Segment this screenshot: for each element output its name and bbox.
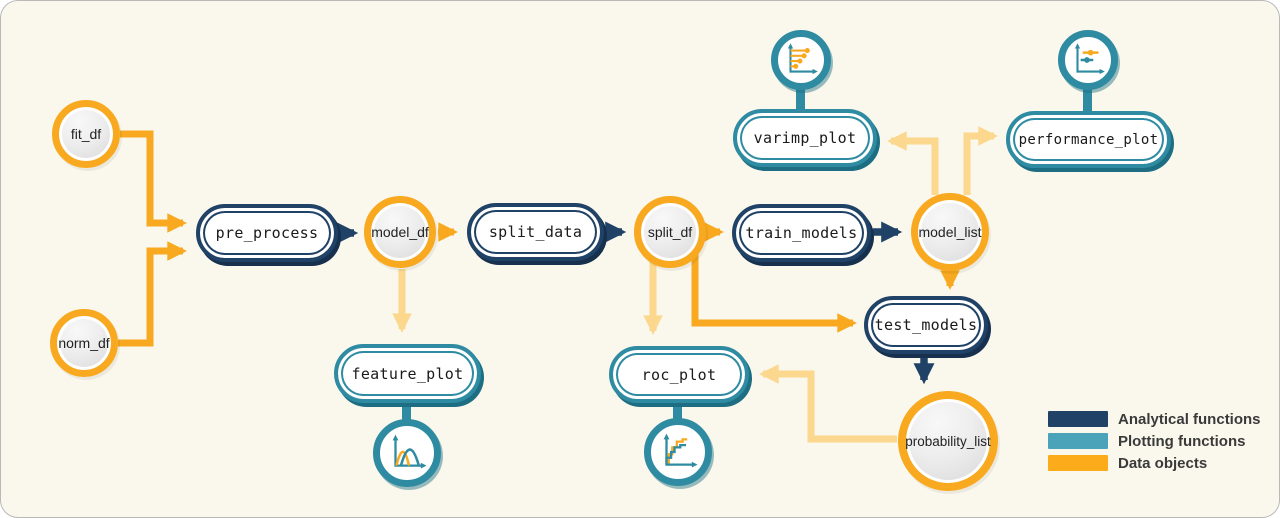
- node-label: feature_plot: [351, 364, 464, 383]
- teal-swatch: [1048, 433, 1108, 449]
- edge-fit-df-to-pre-process: [120, 130, 187, 233]
- varimp-icon-stem: [796, 81, 805, 113]
- node-label: pre_process: [215, 224, 319, 242]
- node-label: fit_df: [70, 126, 102, 142]
- legend-item-plotting: Plotting functions: [1048, 432, 1261, 450]
- node-label: model_list: [918, 224, 982, 240]
- node-roc-plot: roc_plot: [609, 346, 749, 403]
- edge-norm-df-to-pre-process: [118, 241, 187, 347]
- legend-label: Data objects: [1118, 454, 1208, 472]
- node-fit-df: fit_df: [52, 100, 120, 168]
- legend-item-analytical: Analytical functions: [1048, 410, 1261, 428]
- point-range-chart-icon: [1074, 43, 1105, 75]
- density-curves-icon: [392, 434, 427, 469]
- feature-plot-thumbnail: [373, 419, 441, 487]
- roc-curve-icon: [663, 433, 698, 468]
- node-split-data: split_data: [467, 203, 604, 261]
- legend-item-data: Data objects: [1048, 454, 1261, 472]
- node-split-df: split_df: [634, 196, 706, 268]
- roc-plot-thumbnail: [644, 418, 712, 486]
- legend-label: Plotting functions: [1118, 432, 1246, 450]
- node-label: performance_plot: [1018, 131, 1159, 148]
- node-label: model_df: [371, 224, 429, 240]
- legend-label: Analytical functions: [1118, 410, 1261, 428]
- lollipop-chart-icon: [787, 43, 818, 75]
- node-feature-plot: feature_plot: [334, 344, 481, 403]
- edge-model-list-to-varimp-plot: [887, 131, 939, 195]
- navy-swatch: [1048, 411, 1108, 427]
- node-label: train_models: [745, 224, 858, 242]
- node-probability-list: probability_list: [898, 391, 998, 491]
- node-label: split_data: [488, 223, 583, 241]
- node-test-models: test_models: [864, 296, 988, 354]
- edge-model-list-to-performance-plot: [963, 126, 998, 195]
- node-label: probability_list: [905, 433, 991, 449]
- node-label: test_models: [874, 316, 978, 334]
- node-pre-process: pre_process: [196, 204, 338, 262]
- node-label: norm_df: [58, 335, 110, 351]
- orange-swatch: [1048, 455, 1108, 471]
- roc-icon-stem: [673, 397, 682, 424]
- node-label: varimp_plot: [753, 129, 857, 147]
- node-label: roc_plot: [641, 365, 717, 384]
- edge-probability-list-to-roc-plot: [759, 364, 897, 443]
- varimp-plot-thumbnail: [771, 30, 831, 90]
- node-model-list: model_list: [911, 193, 989, 271]
- node-varimp-plot: varimp_plot: [733, 109, 877, 167]
- legend: Analytical functions Plotting functions …: [1048, 411, 1261, 477]
- node-model-df: model_df: [364, 196, 436, 268]
- node-performance-plot: performance_plot: [1006, 111, 1171, 168]
- node-label: split_df: [647, 224, 693, 240]
- performance-icon-stem: [1083, 81, 1092, 115]
- node-norm-df: norm_df: [50, 309, 118, 377]
- performance-plot-thumbnail: [1058, 30, 1118, 90]
- edge-split-df-to-test-models: [691, 253, 857, 333]
- node-train-models: train_models: [732, 204, 871, 262]
- feature-icon-stem: [402, 397, 411, 425]
